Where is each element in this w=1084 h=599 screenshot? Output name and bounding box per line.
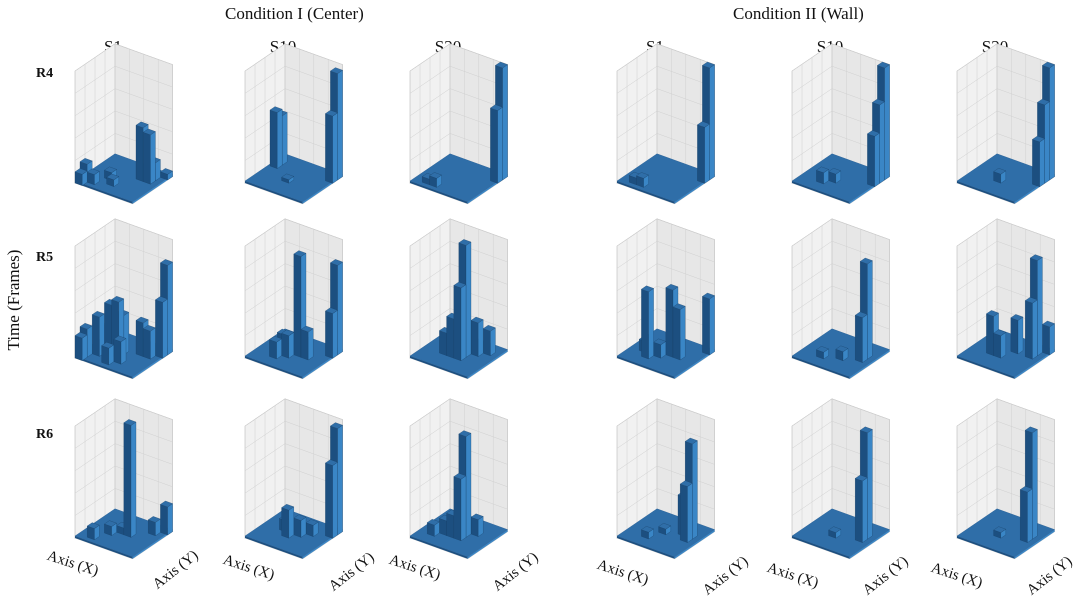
bar-3-4 [658, 523, 672, 536]
bar-7-6 [155, 296, 168, 359]
panel-condition-ii-wall-s10-r6 [791, 398, 891, 560]
y-axis-label: Time (Frames) [4, 249, 23, 351]
bar-2-1 [636, 172, 649, 188]
panel-condition-i-center-s1-r5 [74, 218, 174, 380]
bar-7-5 [867, 130, 880, 188]
bar-6-4 [854, 474, 868, 543]
bar-7-7 [702, 292, 715, 356]
bar-4-3 [453, 281, 467, 362]
bar-2-2 [641, 285, 654, 360]
bar-7-6 [325, 459, 338, 539]
bar-7-6 [325, 307, 338, 359]
bar-2-2 [269, 336, 282, 360]
bar-4-4 [293, 514, 307, 538]
bar-3-2 [106, 173, 120, 187]
bar-0-5 [269, 106, 283, 169]
panel-condition-i-center-s20-r5 [409, 218, 509, 380]
bar-6-5 [1024, 297, 1038, 360]
row-label-r6: R6 [36, 427, 54, 442]
bar-4-4 [293, 250, 307, 358]
grid-lines [244, 218, 343, 359]
panel-condition-ii-wall-s20-r4 [956, 43, 1056, 205]
panel-condition-ii-wall-s10-r4 [791, 43, 891, 205]
bar-7-7 [160, 168, 173, 181]
bar-6-4 [854, 311, 868, 363]
panel-condition-ii-wall-s10-r5 [791, 218, 891, 380]
bar-3-3 [993, 526, 1007, 539]
bar-7-6 [697, 121, 710, 184]
bar-5-4 [672, 303, 686, 361]
bar-2-3 [104, 520, 117, 536]
bar-3-3 [653, 338, 667, 359]
row-label-r5: R5 [36, 250, 54, 265]
bar-4-5 [1010, 314, 1024, 355]
panel-condition-i-center-s20-r4 [409, 43, 509, 205]
bar-3-3 [281, 504, 295, 539]
bar-4-2 [113, 335, 127, 365]
bar-7-6 [325, 110, 338, 184]
bar-6-6 [147, 516, 161, 537]
bar-2-1 [429, 172, 442, 188]
row-label-r4: R4 [36, 66, 54, 81]
bar-0-0 [74, 168, 88, 186]
bar-3-3 [828, 168, 842, 184]
bar-0-0 [74, 332, 88, 361]
floor-slab [409, 153, 509, 204]
bar-2-2 [641, 526, 654, 540]
bar-7-7 [1042, 320, 1055, 356]
bar-3-3 [993, 329, 1007, 359]
bar-6-4 [1019, 486, 1033, 543]
bar-3-3 [281, 173, 295, 184]
bar-6-5 [142, 128, 156, 185]
panel-condition-ii-wall-s1-r4 [616, 43, 716, 205]
condition-2-title: Condition II (Wall) [733, 4, 864, 23]
panel-condition-i-center-s10-r6 [244, 398, 344, 560]
bar-6-6 [482, 325, 496, 357]
panel-condition-ii-wall-s20-r5 [956, 218, 1056, 380]
bar-7-7 [160, 500, 173, 536]
bar-5-5 [470, 316, 484, 357]
panel-condition-ii-wall-s1-r5 [616, 218, 716, 380]
bar-5-5 [305, 519, 319, 537]
bar-4-3 [453, 473, 467, 542]
bar-4-4 [123, 419, 137, 538]
bar-3-1 [101, 342, 115, 366]
panel-condition-i-center-s1-r4 [74, 43, 174, 205]
bar-2-2 [816, 346, 829, 360]
condition-1-title: Condition I (Center) [225, 4, 364, 23]
bar-5-4 [300, 325, 314, 361]
bar-6-5 [142, 325, 156, 360]
bar-7-5 [1032, 135, 1045, 188]
bar-4-3 [835, 345, 849, 362]
bar-1-1 [86, 522, 100, 541]
bar-3-3 [993, 168, 1007, 184]
panel-condition-i-center-s10-r5 [244, 218, 344, 380]
bar-1-2 [91, 311, 105, 357]
panel-condition-i-center-s1-r6 [74, 398, 174, 560]
bar-7-6 [490, 104, 503, 184]
bar-3-3 [828, 526, 842, 539]
panel-condition-i-center-s20-r6 [409, 398, 509, 560]
grid-lines [409, 398, 508, 539]
panel-condition-i-center-s10-r4 [244, 43, 344, 205]
bar-1-1 [86, 168, 100, 186]
bar-7-7 [495, 61, 508, 181]
panel-condition-ii-wall-s20-r6 [956, 398, 1056, 560]
bar-3-3 [281, 329, 295, 359]
bar-2-2 [816, 166, 829, 185]
panel-condition-ii-wall-s1-r6 [616, 398, 716, 560]
bar-1-2 [426, 519, 440, 537]
bar-6-4 [679, 480, 693, 543]
bar-5-5 [470, 513, 484, 537]
